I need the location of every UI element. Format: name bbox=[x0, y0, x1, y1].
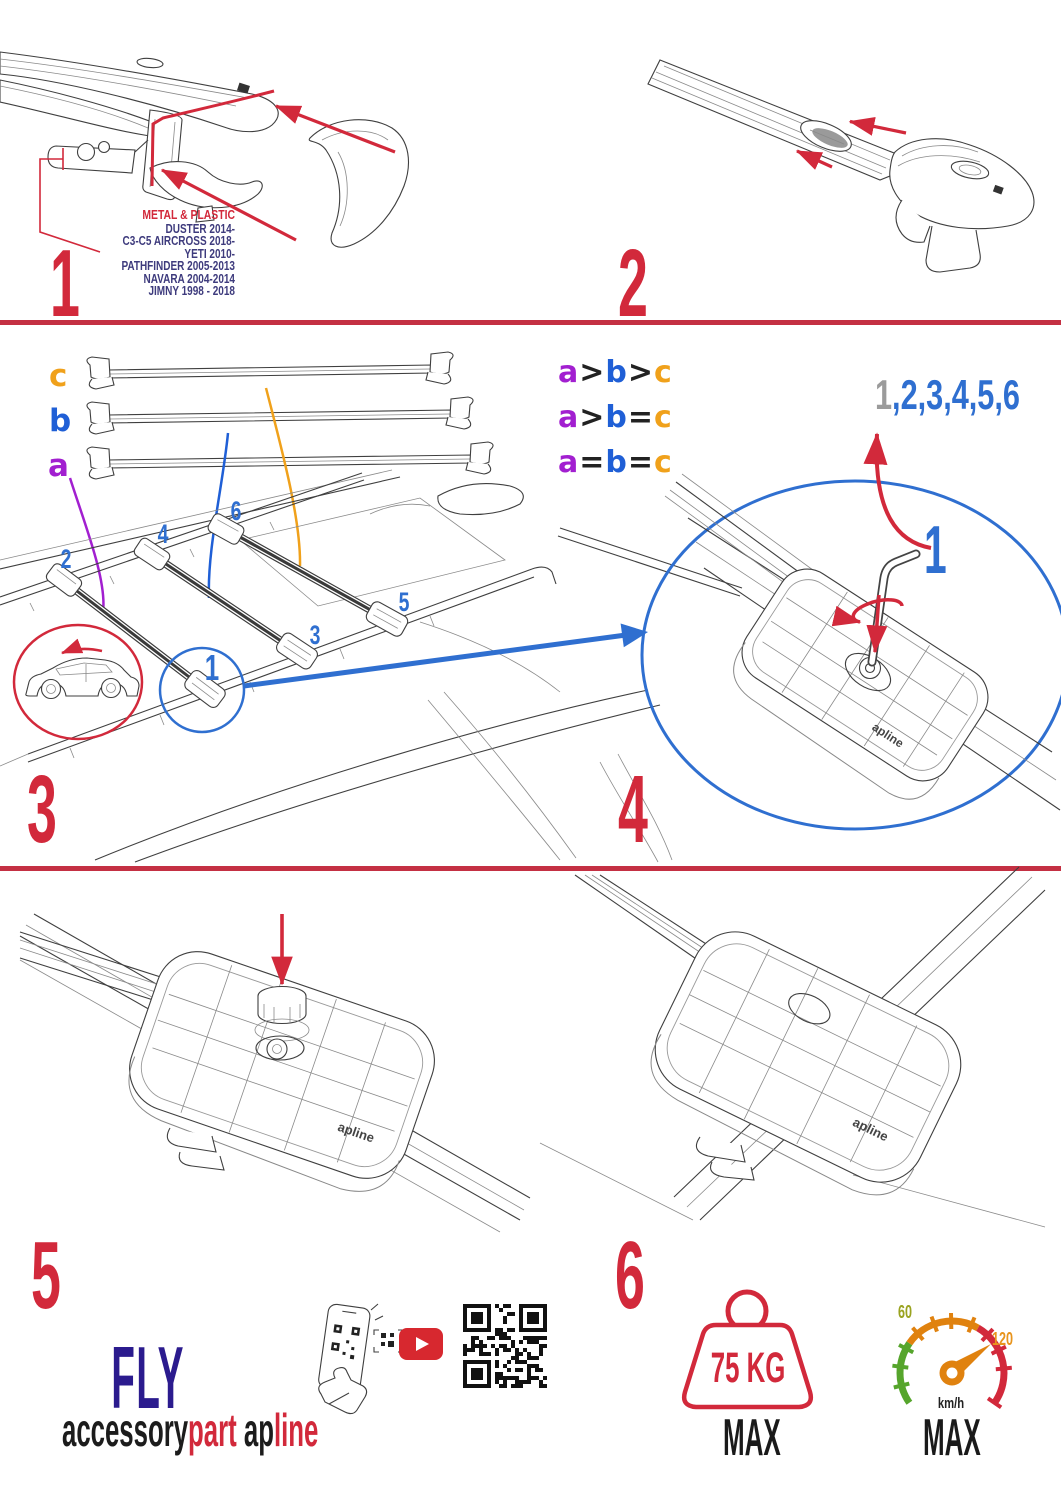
comparison-2: a>b=c bbox=[558, 400, 673, 435]
step-number-4: 4 bbox=[618, 756, 648, 863]
sequence-arrow bbox=[863, 432, 932, 550]
section-divider-bottom bbox=[0, 866, 1061, 871]
step-number-3: 3 bbox=[27, 756, 57, 863]
step-number-1: 1 bbox=[50, 230, 80, 337]
step3-roof-illustration bbox=[0, 469, 743, 863]
clamp1-circle bbox=[158, 646, 246, 734]
speed-unit: km/h bbox=[937, 1395, 965, 1412]
rotate-arrow bbox=[831, 598, 904, 627]
detail-arrow bbox=[620, 623, 648, 648]
material-note: METAL & PLASTIC bbox=[142, 207, 235, 222]
step-number-6: 6 bbox=[615, 1222, 645, 1329]
speedometer-icon bbox=[892, 1312, 1012, 1410]
comparison-1: a>b>c bbox=[558, 355, 673, 390]
step5-illustration: apline bbox=[19, 913, 531, 1233]
phone-scan-icon bbox=[318, 1303, 404, 1415]
bar-label-b: b bbox=[49, 403, 72, 439]
comparison-3: a=b=c bbox=[558, 445, 673, 480]
brand-mark bbox=[237, 82, 250, 94]
step1-illustration bbox=[0, 51, 409, 253]
position-4: 4 bbox=[157, 519, 169, 549]
tighten-sequence: 1,2,3,4,5,6 bbox=[875, 371, 1020, 418]
step2-illustration bbox=[647, 59, 1035, 273]
speed-120: 120 bbox=[992, 1329, 1014, 1349]
crossbars-abc bbox=[86, 351, 494, 480]
max-weight-value: 75 KG bbox=[710, 1344, 786, 1392]
step-number-5: 5 bbox=[31, 1222, 61, 1329]
weight-max-label: MAX bbox=[723, 1409, 781, 1467]
qr-code bbox=[463, 1304, 547, 1388]
section-divider-top bbox=[0, 320, 1061, 325]
position-2: 2 bbox=[60, 544, 72, 574]
speed-60: 60 bbox=[898, 1302, 913, 1322]
bar-label-c: c bbox=[49, 358, 68, 394]
compatibility-list: METAL & PLASTIC DUSTER 2014- C3-C5 AIRCR… bbox=[55, 207, 235, 298]
position-1-label: 1 bbox=[924, 512, 947, 588]
position-3: 3 bbox=[309, 620, 321, 650]
weight-icon bbox=[681, 1289, 814, 1410]
step-number-2: 2 bbox=[618, 230, 648, 337]
speed-max-label: MAX bbox=[923, 1409, 981, 1467]
position-5: 5 bbox=[398, 587, 410, 617]
bar-label-a: a bbox=[48, 448, 69, 484]
position-6: 6 bbox=[230, 496, 242, 526]
youtube-icon bbox=[399, 1328, 443, 1360]
car-inset-circle bbox=[12, 623, 144, 741]
fly-logo: FLY bbox=[111, 1328, 185, 1427]
accessorypart-logo: accessorypart apline bbox=[62, 1404, 319, 1456]
step4-illustration: apline bbox=[640, 432, 1061, 831]
position-1: 1 bbox=[204, 647, 220, 688]
step6-illustration: apline bbox=[539, 866, 1046, 1228]
